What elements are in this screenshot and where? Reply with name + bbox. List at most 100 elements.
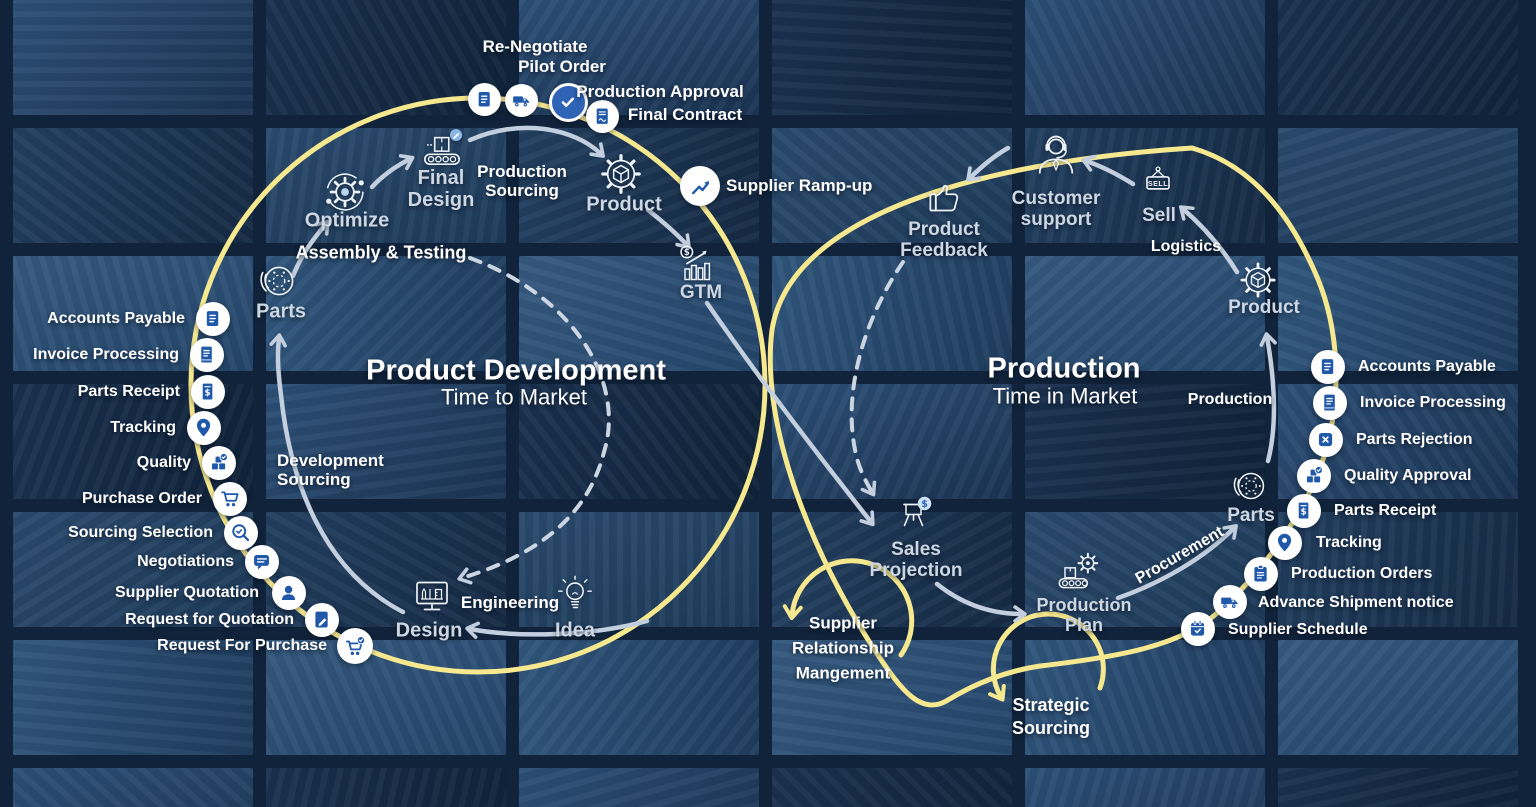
product-left-label: Product: [586, 194, 662, 217]
photo-tile: [1025, 640, 1265, 755]
final-design-label-line: Design: [407, 189, 475, 211]
advance-shipment-notice-label-line: Advance Shipment notice: [1258, 593, 1454, 611]
customer-support-label-line: Customer: [1011, 188, 1101, 209]
purchase-order-label-line: Purchase Order: [81, 489, 202, 507]
re-negotiate-badge-doc-icon: [467, 82, 501, 116]
arrow-assembly-to-optimize: [290, 219, 330, 279]
supplier-quotation-label-line: Supplier Quotation: [115, 583, 259, 601]
parts-left-label-line: Parts: [255, 300, 307, 323]
parts-left-label: Parts: [256, 301, 306, 324]
product-right-label-line: Product: [1228, 297, 1300, 319]
product-left-icon-gear-cube-icon: [595, 148, 647, 200]
supplier-quotation-label: Supplier Quotation: [115, 584, 259, 602]
photo-tile: [772, 0, 1012, 115]
negotiations-badge-chat-icon: [245, 545, 279, 579]
accounts-payable-left-label-line: Accounts Payable: [47, 309, 185, 327]
optimize-label-line: Optimize: [304, 209, 390, 232]
assembly-testing-label-line: Assembly & Testing: [295, 242, 467, 263]
invoice-processing-left-label-line: Invoice Processing: [33, 345, 179, 363]
photo-tile: [266, 256, 506, 371]
supplier-relationship-mangement-label-line: Relationship: [791, 638, 895, 658]
sourcing-selection-label-line: Sourcing Selection: [68, 523, 213, 541]
negotiations-label-line: Negotiations: [137, 552, 234, 570]
final-design-icon-conveyor-box-icon: [417, 122, 467, 172]
procurement-label-line: Procurement: [1132, 523, 1227, 588]
accounts-payable-right-label-line: Accounts Payable: [1358, 357, 1496, 375]
parts-right-label: Parts: [1227, 505, 1275, 527]
production-sourcing-label-line: Production: [477, 162, 567, 181]
final-contract-label: Final Contract: [628, 105, 742, 125]
sales-projection-icon-easel-icon: [893, 492, 941, 540]
supplier-quotation-badge-person-icon: [272, 576, 306, 610]
arrow-design-to-parts: [269, 333, 406, 615]
photo-tile: [13, 768, 253, 807]
dashed-feedback-to-sales: [849, 260, 905, 497]
arrow-gtm-to-sales-projection: [704, 300, 875, 527]
logistics-label: Logistics: [1151, 238, 1221, 256]
request-for-quotation-badge-pencil-doc-icon: [305, 603, 339, 637]
advance-shipment-badge-truck-icon: [1213, 585, 1247, 619]
arrow-final-design-to-product: [467, 125, 605, 158]
arrow-sell-to-customer-support: [1081, 154, 1136, 187]
accounts-payable-left-label: Accounts Payable: [47, 310, 185, 328]
supplier-ramp-up-label: Supplier Ramp-up: [726, 176, 872, 196]
photo-tile: [13, 128, 253, 243]
accounts-payable-right-badge-doc-icon: [1311, 350, 1345, 384]
product-development-title: Product Development: [366, 354, 666, 387]
production-approval-label-line: Production Approval: [576, 82, 744, 102]
tracking-right-label-line: Tracking: [1316, 533, 1382, 551]
photo-tile: [519, 768, 759, 807]
final-contract-badge-contract-icon: [585, 99, 619, 133]
quality-approval-badge-quality-icon: [1297, 459, 1331, 493]
negotiations-label: Negotiations: [137, 553, 234, 571]
invoice-processing-right-label: Invoice Processing: [1360, 394, 1506, 412]
production-plan-label-line: Production: [1036, 595, 1132, 615]
photo-tile: [772, 384, 1012, 499]
photo-tile: [266, 768, 506, 807]
sell-label-line: Sell: [1142, 205, 1176, 227]
parts-receipt-right-badge-receipt-icon: [1287, 494, 1321, 528]
photo-tile: [519, 512, 759, 627]
request-for-quotation-label: Request for Quotation: [125, 611, 294, 629]
final-contract-label-line: Final Contract: [627, 105, 743, 125]
parts-receipt-left-label: Parts Receipt: [78, 383, 180, 401]
sell-icon-sell-icon: [1135, 163, 1181, 209]
photo-tile: [266, 384, 506, 499]
photo-tile: [1278, 0, 1518, 115]
arrow-product-to-sell: [1178, 205, 1240, 275]
parts-receipt-right-label-line: Parts Receipt: [1334, 501, 1437, 519]
customer-support-icon-headset-icon: [1029, 129, 1083, 183]
sourcing-selection-label: Sourcing Selection: [68, 524, 213, 542]
parts-right-icon-parts-icon: [1227, 463, 1273, 509]
photo-tile: [1025, 768, 1265, 807]
photo-tile: [13, 0, 253, 115]
photo-tile: [13, 512, 253, 627]
photo-tile: [1278, 512, 1518, 627]
design-icon-monitor-icon: [408, 573, 456, 621]
request-for-purchase-label-line: Request For Purchase: [157, 636, 327, 654]
photo-tile: [1025, 256, 1265, 371]
production-flow-label-line: Production: [1187, 390, 1273, 408]
photo-tile: [1278, 768, 1518, 807]
photo-tile: [1278, 640, 1518, 755]
purchase-order-label: Purchase Order: [82, 490, 202, 508]
strategic-sourcing-label-line: Strategic: [1012, 695, 1090, 715]
photo-tile: [1025, 0, 1265, 115]
tracking-right-badge-pin-icon: [1268, 526, 1302, 560]
tracking-left-label-line: Tracking: [110, 418, 176, 436]
production-orders-badge-clipboard-icon: [1244, 557, 1278, 591]
engineering-label-line: Engineering: [460, 593, 560, 613]
photo-tile: [266, 128, 506, 243]
product-left-label-line: Product: [586, 193, 662, 216]
customer-support-label-line: support: [1020, 209, 1092, 230]
idea-label-line: Idea: [554, 619, 596, 642]
product-feedback-icon-thumbs-icon: [919, 171, 971, 223]
re-negotiate-label: Re-Negotiate: [483, 37, 588, 57]
parts-right-label-line: Parts: [1227, 505, 1275, 527]
tracking-left-badge-pin-icon: [187, 411, 221, 445]
